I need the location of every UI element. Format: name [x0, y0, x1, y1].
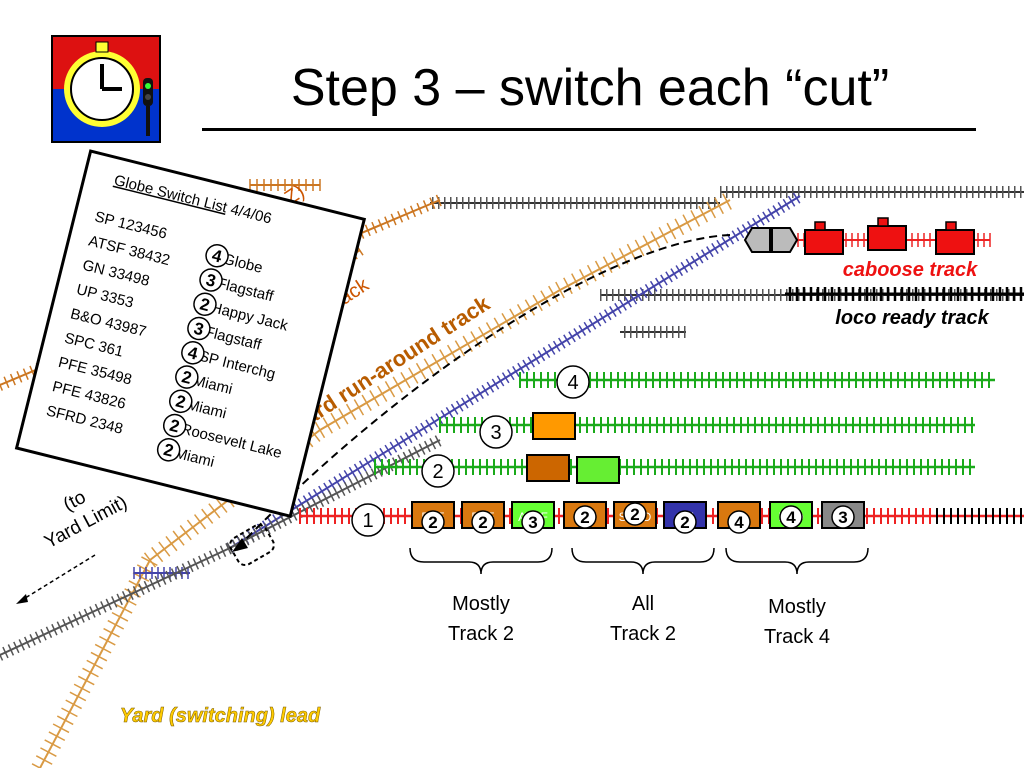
- switch-list-card: Globe Switch List 4/4/06 SP 123456Globe4…: [14, 149, 367, 519]
- gray-diagonal-track: [0, 435, 442, 661]
- car: PFE2: [461, 501, 505, 534]
- group-label-line1: Mostly: [452, 593, 510, 615]
- group-label-line2: Track 2: [448, 623, 514, 645]
- switch-list-track-number: 3: [192, 319, 206, 340]
- track-number-label: 4: [567, 372, 578, 394]
- yard-limit-arrowhead: [16, 594, 28, 604]
- switch-list-track-number: 2: [168, 416, 182, 437]
- car: SPC2: [563, 501, 607, 529]
- car-on-track-3: [532, 412, 576, 440]
- switch-list-track-number: 2: [180, 367, 194, 388]
- car: GN2: [663, 501, 707, 534]
- switch-list-track-number: 2: [198, 294, 212, 315]
- car: PFE2: [411, 501, 455, 534]
- car-track-number: 3: [838, 508, 847, 527]
- route-arrow: [232, 538, 248, 552]
- track-number-4: 4: [556, 365, 590, 399]
- group-label-line1: All: [632, 593, 654, 615]
- cars-track-1: PFE2PFE2ATSF3SPC2SFRD2GN2SP4B&O4UP3: [411, 501, 865, 534]
- track-number-2: 2: [421, 454, 455, 488]
- signal-icon: [143, 78, 153, 136]
- switch-list-track-number: 2: [174, 391, 188, 412]
- switch-list-track-number: 2: [162, 440, 176, 461]
- car-track-number: 2: [428, 513, 437, 532]
- car: B&O4: [769, 501, 813, 529]
- loco-ready-track-label: loco ready track: [835, 307, 989, 329]
- track-number-3: 3: [479, 415, 513, 449]
- locomotive: [743, 227, 799, 253]
- loco-ready-track: [785, 287, 1024, 301]
- car-on-track-2b: [576, 456, 620, 484]
- classification-tracks: 4 3 2 1: [299, 365, 1024, 537]
- yard-lead-label: Yard (switching) lead: [120, 705, 321, 727]
- page-title: Step 3 – switch each “cut”: [290, 59, 890, 117]
- track-number-label: 3: [490, 422, 501, 444]
- car-track-number: 2: [580, 508, 589, 527]
- caboose: [804, 221, 844, 255]
- car: SP4: [717, 501, 761, 534]
- car-track-number: 4: [786, 508, 796, 527]
- yard-limit-arrow: [21, 554, 96, 601]
- cabooses: [743, 217, 975, 255]
- car-track-number: 2: [680, 513, 689, 532]
- stopwatch-icon: [51, 35, 161, 143]
- car-on-track-2a: [526, 454, 570, 482]
- yard-limit-label: (toYard Limit): [30, 471, 131, 553]
- car-track-number: 2: [630, 505, 639, 524]
- caboose: [867, 217, 907, 251]
- switch-list-track-number: 3: [204, 270, 218, 291]
- caboose: [935, 221, 975, 255]
- car-track-number: 3: [528, 513, 537, 532]
- car: UP3: [821, 501, 865, 529]
- track-number-1: 1: [351, 503, 385, 537]
- dashed-route: [239, 234, 731, 546]
- car-track-number: 4: [734, 513, 744, 532]
- group-label-line2: Track 2: [610, 623, 676, 645]
- group-label-line2: Track 4: [764, 626, 830, 648]
- group-label-line1: Mostly: [768, 596, 826, 618]
- title-underline: [202, 128, 976, 131]
- track-number-label: 1: [362, 510, 373, 532]
- track-number-label: 2: [432, 461, 443, 483]
- caboose-track-label: caboose track: [843, 259, 978, 281]
- engine-outline: [229, 523, 275, 567]
- car-track-number: 2: [478, 513, 487, 532]
